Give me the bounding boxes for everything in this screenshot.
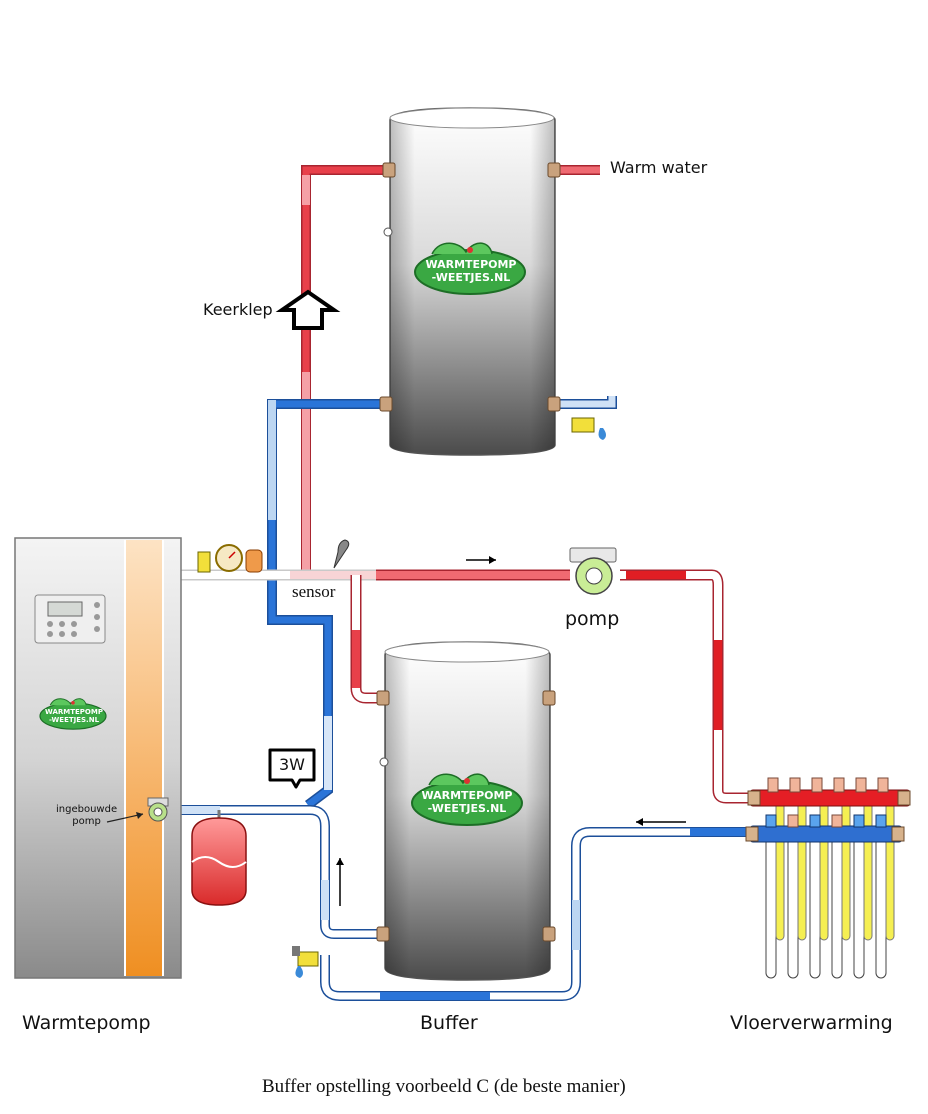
heat-pump-return-pipe xyxy=(172,805,382,939)
logo-line-2: -WEETJES.NL xyxy=(431,271,511,284)
flow-arrow-up xyxy=(336,858,344,906)
ingebouwde-pomp-label: ingebouwde pomp xyxy=(56,804,117,828)
logo-line-2: -WEETJES.NL xyxy=(427,802,507,815)
three-way-label: 3W xyxy=(279,755,305,774)
expansion-vessel xyxy=(191,810,247,906)
safety-group xyxy=(197,544,263,573)
warm-water-label: Warm water xyxy=(610,158,708,177)
heat-pump-unit xyxy=(14,537,182,979)
logo-line-2: -WEETJES.NL xyxy=(48,716,100,724)
drain-valve-top xyxy=(571,417,606,440)
built-in-pump xyxy=(147,797,169,822)
cold-return-pipe xyxy=(267,399,385,809)
flow-arrow-left xyxy=(636,818,686,826)
keerklep-label: Keerklep xyxy=(203,300,273,319)
sensor-probe xyxy=(333,539,350,569)
pomp-line: pomp xyxy=(72,816,101,827)
three-way-valve-box xyxy=(268,748,316,789)
hot-riser-pipe xyxy=(301,165,385,570)
floor-return-pipe xyxy=(320,827,752,1001)
floor-heating-manifold xyxy=(745,777,911,979)
supply-line-pipe xyxy=(180,569,752,804)
logo-line-1: WARMTEPOMP xyxy=(421,789,513,802)
buffer-label: Buffer xyxy=(420,1012,478,1034)
circulation-pump xyxy=(569,547,617,595)
logo-line-1: WARMTEPOMP xyxy=(45,708,103,716)
buffer-hot-inlet-pipe xyxy=(350,575,385,704)
check-valve-arrow xyxy=(275,289,341,330)
warmtepomp-label: Warmtepomp xyxy=(22,1012,151,1034)
flow-arrow-right xyxy=(466,556,496,564)
top-tank-cold-inlet xyxy=(553,396,617,409)
buffer-tank xyxy=(376,641,556,981)
logo-line-1: WARMTEPOMP xyxy=(425,258,517,271)
heat-pump-logo-text: WARMTEPOMP -WEETJES.NL xyxy=(43,708,105,724)
vloerverwarming-label: Vloerverwarming xyxy=(730,1012,893,1034)
pomp-label: pomp xyxy=(565,608,620,630)
top-tank-logo-text: WARMTEPOMP -WEETJES.NL xyxy=(419,258,523,284)
sensor-label: sensor xyxy=(292,582,336,601)
control-panel xyxy=(34,594,106,644)
ingebouwde-line: ingebouwde xyxy=(56,804,118,815)
drain-valve-buffer xyxy=(292,946,319,978)
buffer-logo-text: WARMTEPOMP -WEETJES.NL xyxy=(415,789,519,815)
hot-water-tank xyxy=(379,107,561,456)
figure-caption: Buffer opstelling voorbeeld C (de beste … xyxy=(262,1076,626,1097)
